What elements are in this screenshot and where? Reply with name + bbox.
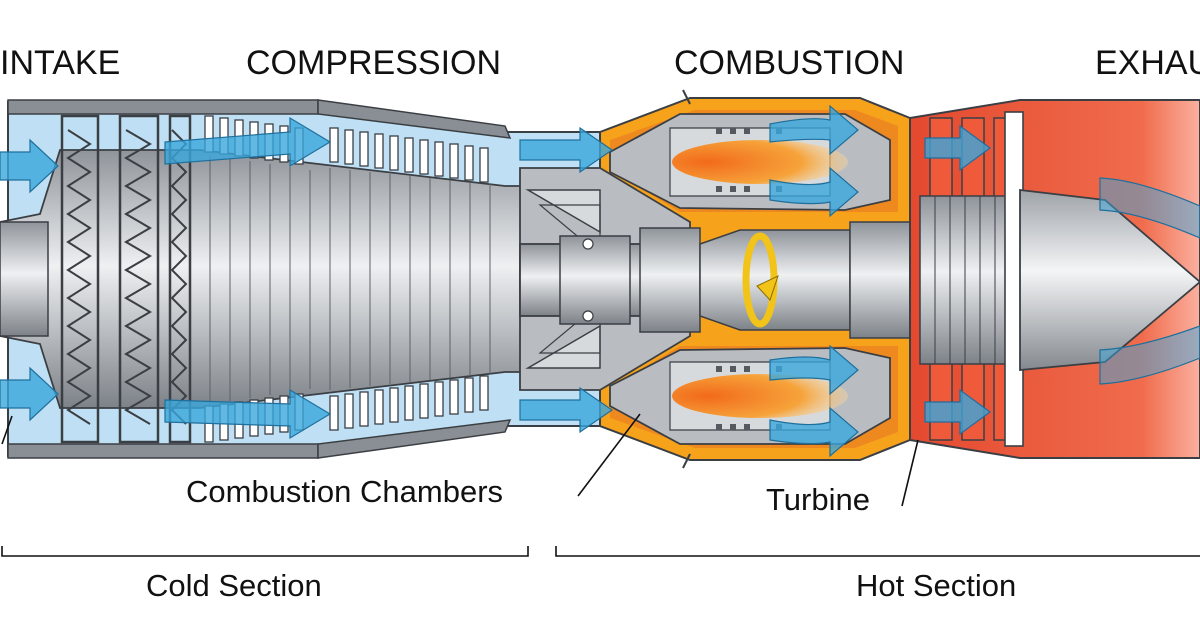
flame-lower bbox=[672, 374, 848, 418]
exhaust-cone bbox=[1019, 188, 1200, 371]
section-label-hot: Hot Section bbox=[856, 568, 1016, 603]
part-label-combustion-chambers: Combustion Chambers bbox=[186, 474, 503, 509]
stage-label-intake: INTAKE bbox=[0, 44, 120, 82]
stage-label-combustion: COMBUSTION bbox=[674, 44, 904, 82]
rotation-arrow-icon bbox=[742, 232, 779, 328]
stage-label-compression: COMPRESSION bbox=[246, 44, 501, 82]
airflow-arrows bbox=[0, 104, 1200, 458]
cold-section-bracket bbox=[1, 546, 529, 557]
part-label-turbine: Turbine bbox=[766, 482, 870, 517]
leader-turbine bbox=[901, 439, 919, 507]
hot-section-bracket bbox=[555, 546, 1200, 557]
leader-combustion-chambers bbox=[577, 413, 641, 497]
section-label-cold: Cold Section bbox=[146, 568, 322, 603]
compressor-stages bbox=[60, 114, 491, 444]
leader-left-edge bbox=[1, 415, 13, 445]
main-shaft bbox=[519, 221, 921, 339]
stage-label-exhaust: EXHAU bbox=[1095, 44, 1200, 82]
flame-upper bbox=[672, 140, 848, 184]
